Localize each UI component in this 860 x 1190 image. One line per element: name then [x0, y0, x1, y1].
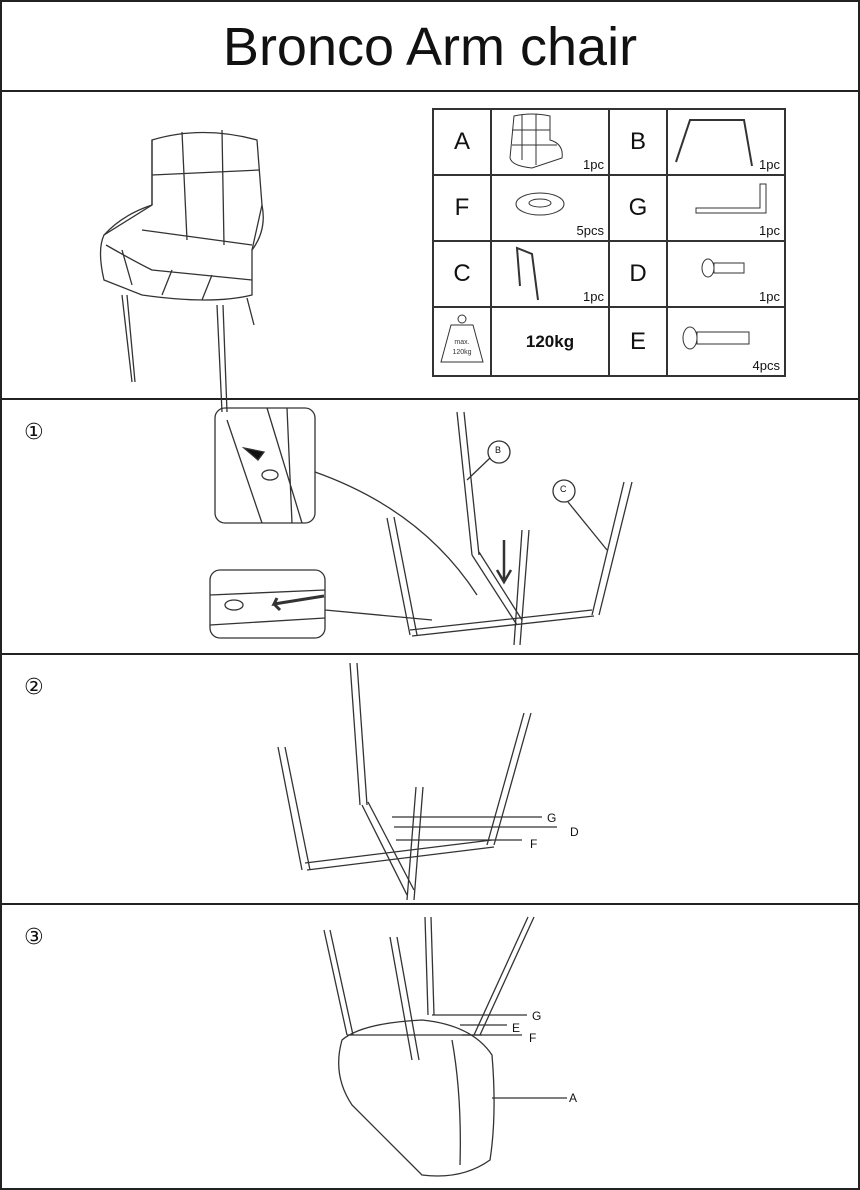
- step-2-number: ②: [24, 675, 44, 700]
- callout-f: F: [530, 837, 538, 851]
- callout-g: G: [547, 811, 557, 825]
- title-section: Bronco Arm chair: [0, 0, 860, 92]
- callout-d: D: [570, 825, 579, 839]
- long-bolt-icon: [682, 326, 750, 350]
- part-label-f: F: [432, 174, 492, 242]
- step-2-illustration: [277, 662, 557, 901]
- step-1-illustration: [209, 407, 633, 646]
- leg-frame-c-icon: [515, 246, 539, 301]
- part-g-cell: 1pc: [666, 174, 786, 242]
- step-2-section: ② G D F: [0, 655, 860, 905]
- svg-text:max.: max.: [454, 339, 469, 346]
- svg-text:120kg: 120kg: [452, 349, 471, 356]
- callout-b: B: [495, 445, 502, 455]
- part-label-b: B: [608, 108, 668, 176]
- part-label-a: A: [432, 108, 492, 176]
- callout-a: A: [569, 1091, 578, 1105]
- washer-icon: [515, 192, 565, 216]
- part-c-qty: 1pc: [583, 289, 604, 304]
- part-b-cell: 1pc: [666, 108, 786, 176]
- parts-section: A 1pc B 1pc F 5pcs G 1pc C: [0, 90, 860, 413]
- part-label-c: C: [432, 240, 492, 308]
- part-a-qty: 1pc: [583, 157, 604, 172]
- leg-frame-b-icon: [675, 119, 753, 167]
- allen-key-icon: [695, 183, 767, 214]
- part-d-qty: 1pc: [759, 289, 780, 304]
- step-1-number: ①: [24, 420, 44, 445]
- part-label-d: D: [608, 240, 668, 308]
- callout-e: E: [512, 1021, 521, 1035]
- step-3-illustration: [323, 916, 567, 1177]
- part-g-qty: 1pc: [759, 223, 780, 238]
- part-f-cell: 5pcs: [490, 174, 610, 242]
- part-a-cell: 1pc: [490, 108, 610, 176]
- part-c-cell: 1pc: [490, 240, 610, 308]
- part-f-qty: 5pcs: [576, 223, 604, 238]
- max-load-value: 120kg: [490, 306, 610, 377]
- step-3-number: ③: [24, 925, 44, 950]
- part-e-qty: 4pcs: [752, 358, 780, 373]
- chair-illustration: [99, 129, 264, 413]
- step-3-section: ③ G E F A: [0, 905, 860, 1190]
- short-bolt-icon: [701, 258, 745, 278]
- callout-c: C: [560, 484, 567, 494]
- weight-icon: max. 120kg: [440, 314, 484, 363]
- callout-g: G: [532, 1009, 542, 1023]
- part-label-g: G: [608, 174, 668, 242]
- page-title: Bronco Arm chair: [222, 17, 638, 77]
- part-e-cell: 4pcs: [666, 306, 786, 377]
- step-1-section: ① B C: [0, 400, 860, 655]
- seat-icon: [509, 113, 563, 169]
- parts-table: A 1pc B 1pc F 5pcs G 1pc C: [432, 108, 786, 377]
- callout-f: F: [529, 1031, 537, 1045]
- part-b-qty: 1pc: [759, 157, 780, 172]
- part-d-cell: 1pc: [666, 240, 786, 308]
- part-label-e: E: [608, 306, 668, 377]
- weight-cell: max. 120kg: [432, 306, 492, 377]
